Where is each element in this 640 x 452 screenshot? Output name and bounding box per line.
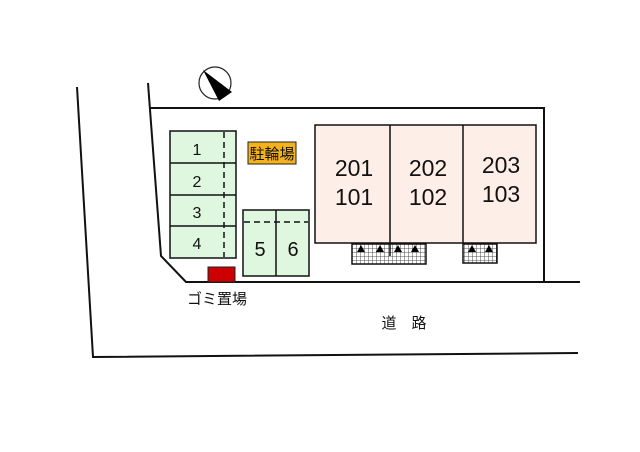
parking-area-right: 5 6 [242, 209, 310, 277]
entrance-arrow-icon [394, 245, 402, 252]
parking-space-1: 1 [193, 142, 202, 159]
building: 201 101 202 102 203 103 [314, 124, 537, 244]
unit-201: 201 [335, 155, 373, 181]
parking-space-6: 6 [287, 239, 298, 261]
entrance-arrow-icon [357, 245, 365, 252]
entrance-arrow-icon [485, 245, 493, 252]
road-label: 道 路 [381, 314, 426, 332]
bicycle-parking: 駐輪場 [247, 141, 297, 165]
entrance-arrow-icon [376, 245, 384, 252]
entrance-right [462, 243, 498, 264]
unit-202: 202 [409, 155, 447, 181]
garbage-area-label: ゴミ置場 [187, 290, 247, 308]
unit-203: 203 [482, 152, 520, 178]
garbage-area: ゴミ置場 [187, 266, 247, 308]
bicycle-parking-label: 駐輪場 [249, 145, 294, 163]
road-boundary [76, 86, 579, 359]
entrance-arrow-icon [468, 245, 476, 252]
parking-space-3: 3 [193, 205, 202, 222]
compass-north-arrow-icon [198, 66, 232, 101]
unit-101: 101 [335, 184, 373, 210]
lot-boundary [147, 82, 580, 283]
parking-space-4: 4 [193, 236, 202, 253]
unit-102: 102 [409, 184, 447, 210]
parking-area-left: 1 2 3 4 [169, 130, 237, 259]
unit-103: 103 [482, 181, 520, 207]
parking-space-2: 2 [193, 174, 202, 191]
entrance-arrow-icon [411, 245, 419, 252]
parking-space-5: 5 [254, 239, 265, 261]
entrance-left [351, 243, 427, 265]
